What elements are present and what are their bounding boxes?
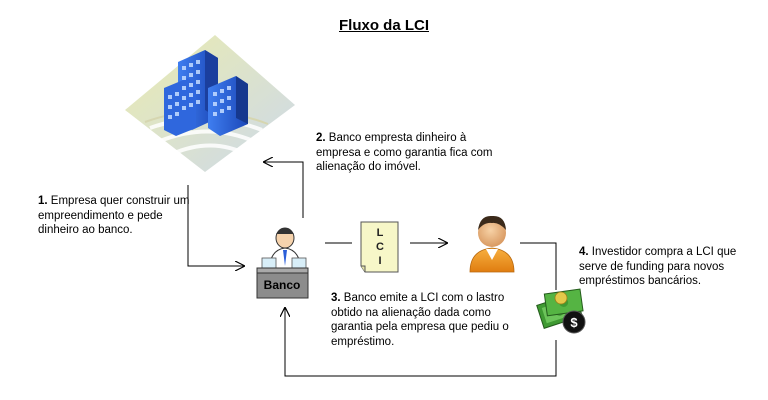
step-4-description: Investidor compra a LCI que serve de fun… xyxy=(579,246,737,287)
lci-letter-c: C xyxy=(376,241,384,253)
step-1-number: 1. xyxy=(38,195,48,207)
svg-text:$: $ xyxy=(570,315,578,330)
money-bills-dollar-coin-icon: $ xyxy=(536,288,586,334)
flow-arrows xyxy=(187,162,557,377)
lci-letter-l: L xyxy=(377,227,384,239)
step-1-text: 1. Empresa quer construir um empreendime… xyxy=(38,194,203,238)
step-2-description: Banco empresta dinheiro à empresa e como… xyxy=(316,132,493,173)
step-1-description: Empresa quer construir um empreendimento… xyxy=(38,195,190,236)
step-4-number: 4. xyxy=(579,246,589,258)
office-building-icon xyxy=(125,35,295,172)
diagram-title: Fluxo da LCI xyxy=(339,17,429,34)
person-icon xyxy=(469,215,515,273)
arrow-bank-to-company xyxy=(264,162,304,218)
lci-letter-i: I xyxy=(378,255,381,267)
step-3-description: Banco emite a LCI com o lastro obtido na… xyxy=(331,292,509,348)
step-2-number: 2. xyxy=(316,132,326,144)
step-3-text: 3. Banco emite a LCI com o lastro obtido… xyxy=(331,291,516,349)
lci-document-icon: L C I xyxy=(360,221,399,273)
arrow-investor-to-money xyxy=(520,242,557,290)
step-4-text: 4. Investidor compra a LCI que serve de … xyxy=(579,245,759,289)
bank-label: Banco xyxy=(264,278,301,292)
step-3-number: 3. xyxy=(331,292,341,304)
step-2-text: 2. Banco empresta dinheiro à empresa e c… xyxy=(316,131,496,175)
banker-at-desk-icon: Banco xyxy=(256,227,309,299)
arrow-money-to-bank xyxy=(285,308,557,377)
arrow-company-to-bank xyxy=(187,185,244,266)
